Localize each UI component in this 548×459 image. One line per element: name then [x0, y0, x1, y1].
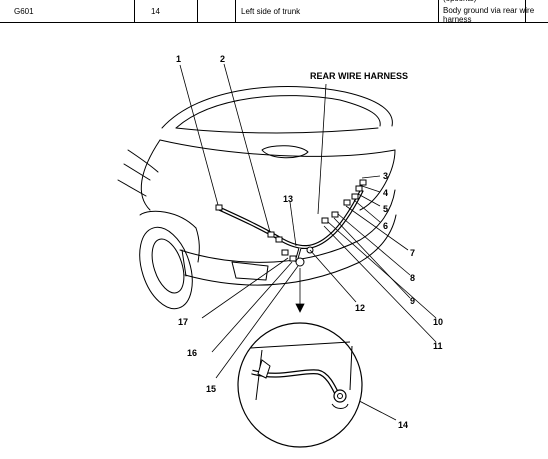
callout-number: 14 — [151, 7, 160, 16]
callout-labels: 1 2 3 4 5 6 7 8 9 10 11 12 13 14 15 16 1… — [176, 54, 443, 430]
ground-location: Left side of trunk — [241, 7, 301, 16]
description-top-fragment: (optional) — [443, 0, 476, 16]
description-line-2: harness — [443, 15, 472, 24]
callout-17: 17 — [178, 317, 188, 327]
callout-10: 10 — [433, 317, 443, 327]
table-divider — [197, 0, 198, 22]
ground-location-table-row: G601 14 Left side of trunk (optional) Bo… — [0, 0, 548, 24]
table-divider — [525, 0, 526, 22]
callout-5: 5 — [383, 204, 388, 214]
callout-leaders — [179, 63, 437, 421]
harness-connectors — [215, 179, 367, 267]
callout-14: 14 — [398, 420, 408, 430]
callout-13: 13 — [283, 194, 293, 204]
table-divider — [134, 0, 135, 22]
callout-12: 12 — [355, 303, 365, 313]
callout-1: 1 — [176, 54, 181, 64]
description-line-1: Body ground via rear wire — [443, 6, 535, 15]
ground-description: Body ground via rear wire harness — [443, 6, 548, 28]
callout-8: 8 — [410, 273, 415, 283]
callout-9: 9 — [410, 296, 415, 306]
car-body-outline — [117, 86, 397, 310]
rear-wire-harness — [217, 189, 364, 263]
ground-code: G601 — [14, 7, 34, 16]
callout-16: 16 — [187, 348, 197, 358]
callout-15: 15 — [206, 384, 216, 394]
detail-view-circle — [237, 322, 363, 448]
table-divider — [235, 0, 236, 22]
callout-11: 11 — [433, 341, 443, 351]
table-divider — [438, 0, 439, 22]
callout-7: 7 — [410, 248, 415, 258]
callout-2: 2 — [220, 54, 225, 64]
callout-6: 6 — [383, 221, 388, 231]
callout-4: 4 — [383, 188, 388, 198]
callout-3: 3 — [383, 171, 388, 181]
harness-title: REAR WIRE HARNESS — [310, 71, 408, 81]
